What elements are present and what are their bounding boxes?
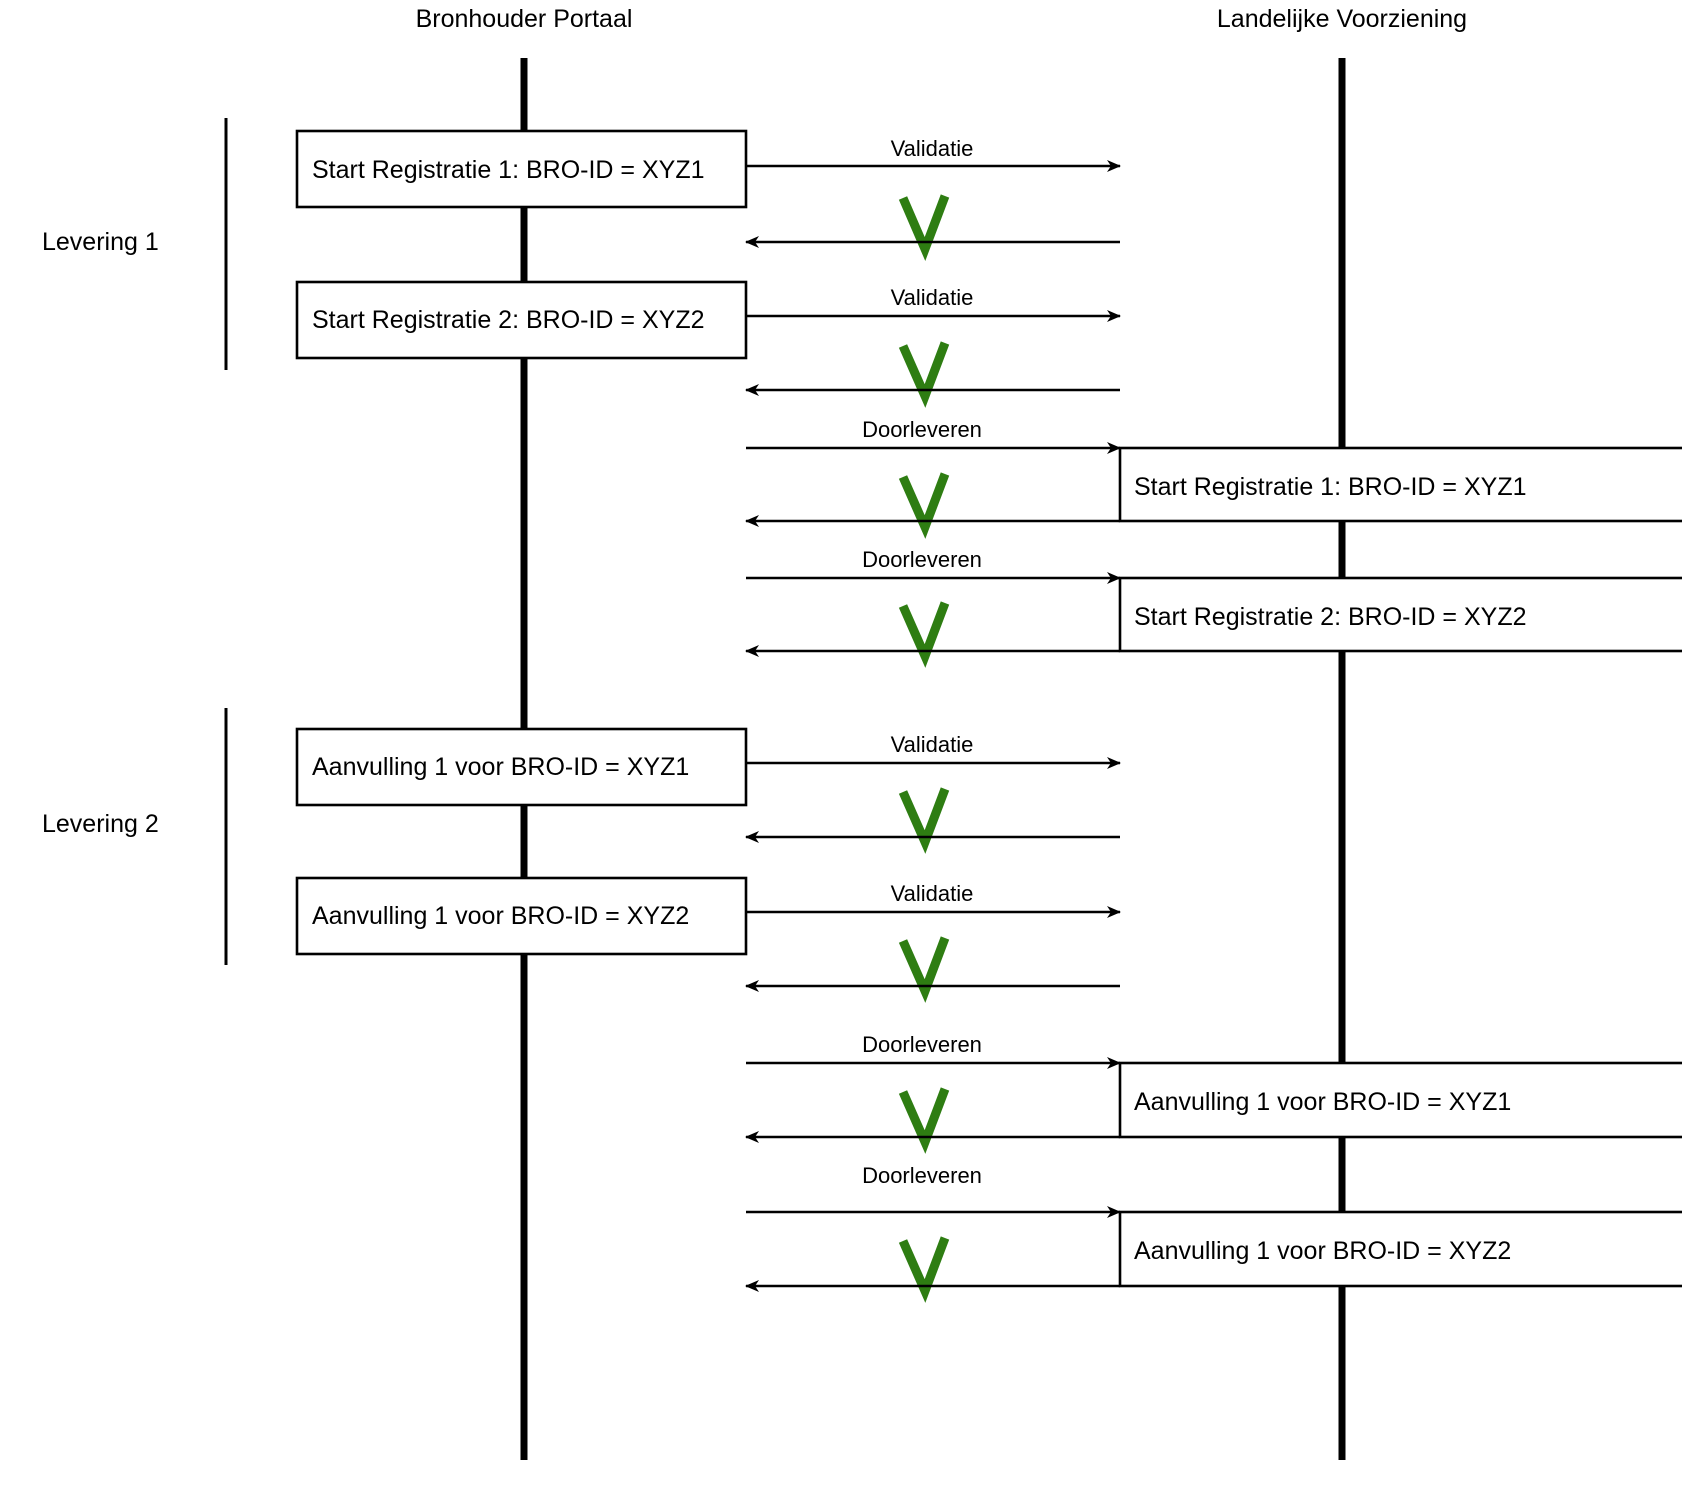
activation-label-b3: Aanvulling 1 voor BRO-ID = XYZ1: [1134, 1088, 1511, 1116]
check-icon-c5: [898, 787, 950, 854]
activation-box-b4: [1118, 1210, 1682, 1288]
activation-box-b3: [1118, 1061, 1682, 1139]
activation-label-b4: Aanvulling 1 voor BRO-ID = XYZ2: [1134, 1237, 1511, 1265]
activation-label-a2: Start Registratie 2: BRO-ID = XYZ2: [312, 306, 705, 334]
activation-box-a3: [295, 727, 748, 807]
activation-box-a2: [295, 280, 748, 360]
lane-label-levering-2: Levering 2: [42, 810, 159, 838]
message-label-m7: Doorleveren: [862, 547, 982, 572]
activation-box-b2: [1118, 576, 1682, 653]
lifeline-header-right: Landelijke Voorziening: [1217, 5, 1467, 33]
message-label-m1: Validatie: [891, 136, 974, 161]
activation-label-b2: Start Registratie 2: BRO-ID = XYZ2: [1134, 603, 1527, 631]
message-label-m5: Doorleveren: [862, 417, 982, 442]
message-label-m13: Doorleveren: [862, 1032, 982, 1057]
lifeline-header-left: Bronhouder Portaal: [416, 5, 633, 33]
check-icon-c7: [898, 1087, 950, 1154]
activation-box-b1: [1118, 446, 1682, 523]
message-label-m11: Validatie: [891, 881, 974, 906]
activation-label-a4: Aanvulling 1 voor BRO-ID = XYZ2: [312, 902, 689, 930]
check-icon-c6: [898, 936, 950, 1003]
check-icon-c2: [898, 341, 950, 408]
check-icon-c8: [898, 1236, 950, 1303]
check-icon-c3: [898, 472, 950, 539]
check-icon-c1: [898, 194, 950, 262]
message-label-m15: Doorleveren: [862, 1163, 982, 1188]
activation-label-b1: Start Registratie 1: BRO-ID = XYZ1: [1134, 473, 1527, 501]
message-label-m9: Validatie: [891, 732, 974, 757]
activation-label-a3: Aanvulling 1 voor BRO-ID = XYZ1: [312, 753, 689, 781]
message-label-m3: Validatie: [891, 285, 974, 310]
lane-label-levering-1: Levering 1: [42, 228, 159, 256]
check-icon-c4: [898, 601, 950, 668]
activation-box-a4: [295, 876, 748, 956]
activation-label-a1: Start Registratie 1: BRO-ID = XYZ1: [312, 156, 705, 184]
activation-box-a1: [295, 129, 748, 209]
